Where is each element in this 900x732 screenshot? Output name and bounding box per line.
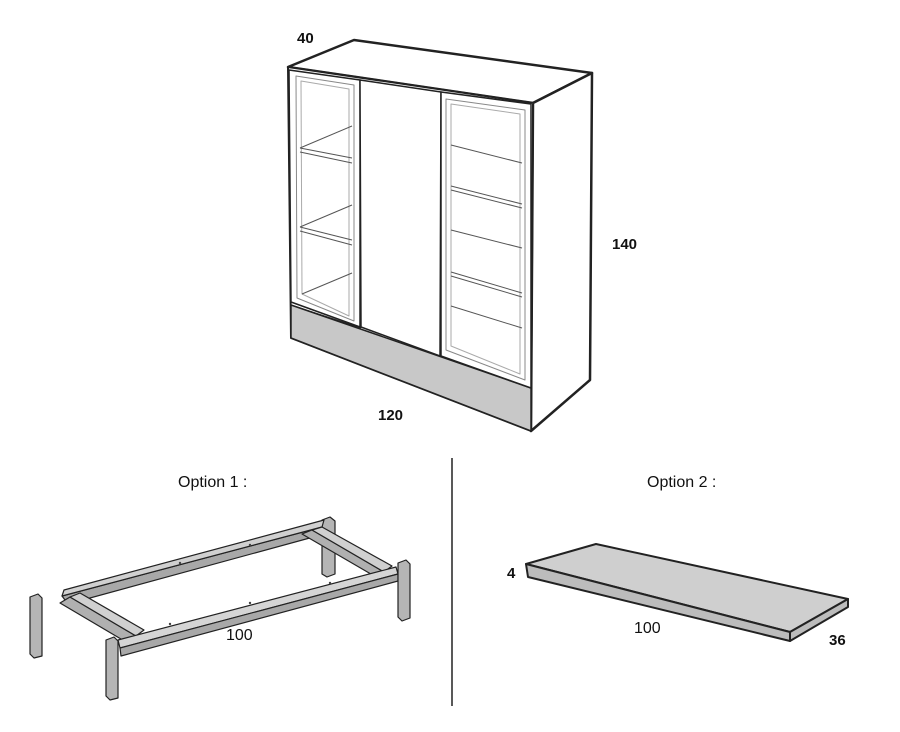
option-2-depth-label: 36 [829,632,846,649]
cabinet-height-label: 140 [612,236,638,253]
frame-leg-back-left [29,593,43,659]
cabinet-side-face [529,71,594,433]
frame-rail-right [301,529,385,578]
cabinet-width-label: 120 [378,407,404,424]
option-1-frame-drawing [29,516,411,701]
option-1-title: Option 1 : [178,474,248,491]
middle-panel [359,79,442,357]
option-2-title: Option 2 : [647,474,717,491]
option-1-length-label: 100 [226,627,253,644]
frame-leg-front-right [397,559,411,622]
left-door-shelves [299,125,353,295]
option-2-length-label: 100 [634,620,661,637]
cabinet-drawing [286,38,594,433]
right-door-shelves [450,144,523,329]
cabinet-depth-label: 40 [297,30,314,47]
frame-rail-back [61,526,329,605]
board-side-edge [789,598,849,642]
option-2-board-drawing [525,543,849,642]
frame-leg-front-left [105,636,119,701]
option-2-thickness-label: 4 [507,565,516,582]
